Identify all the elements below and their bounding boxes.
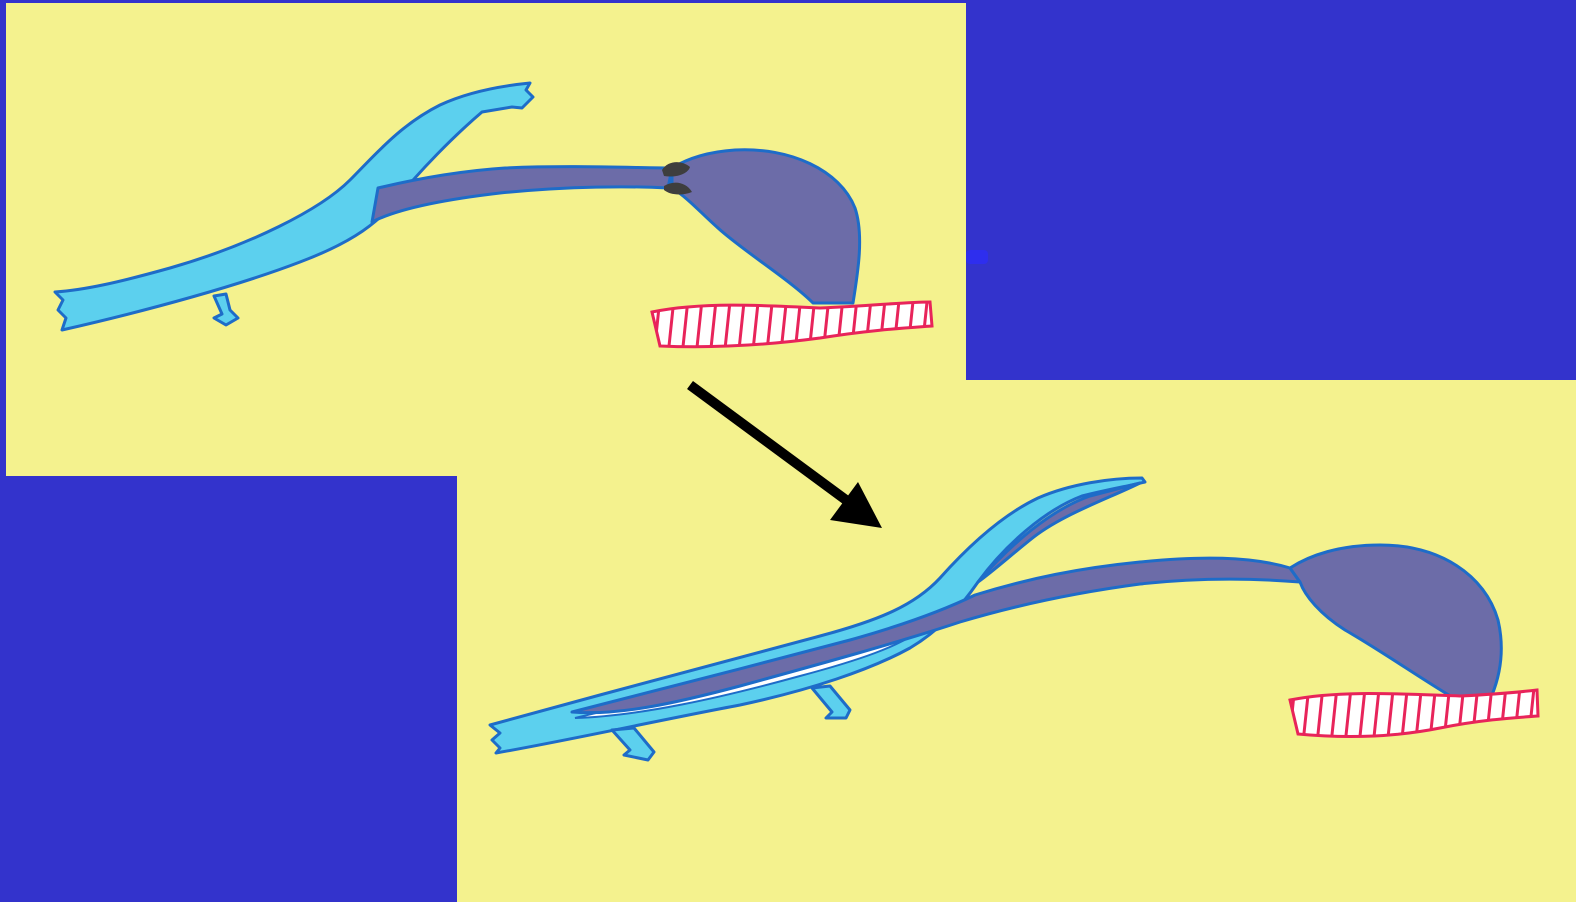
- panel-after: [457, 380, 1576, 902]
- edge-mark: [966, 250, 988, 264]
- panel-after-overlap-fill: [880, 380, 966, 476]
